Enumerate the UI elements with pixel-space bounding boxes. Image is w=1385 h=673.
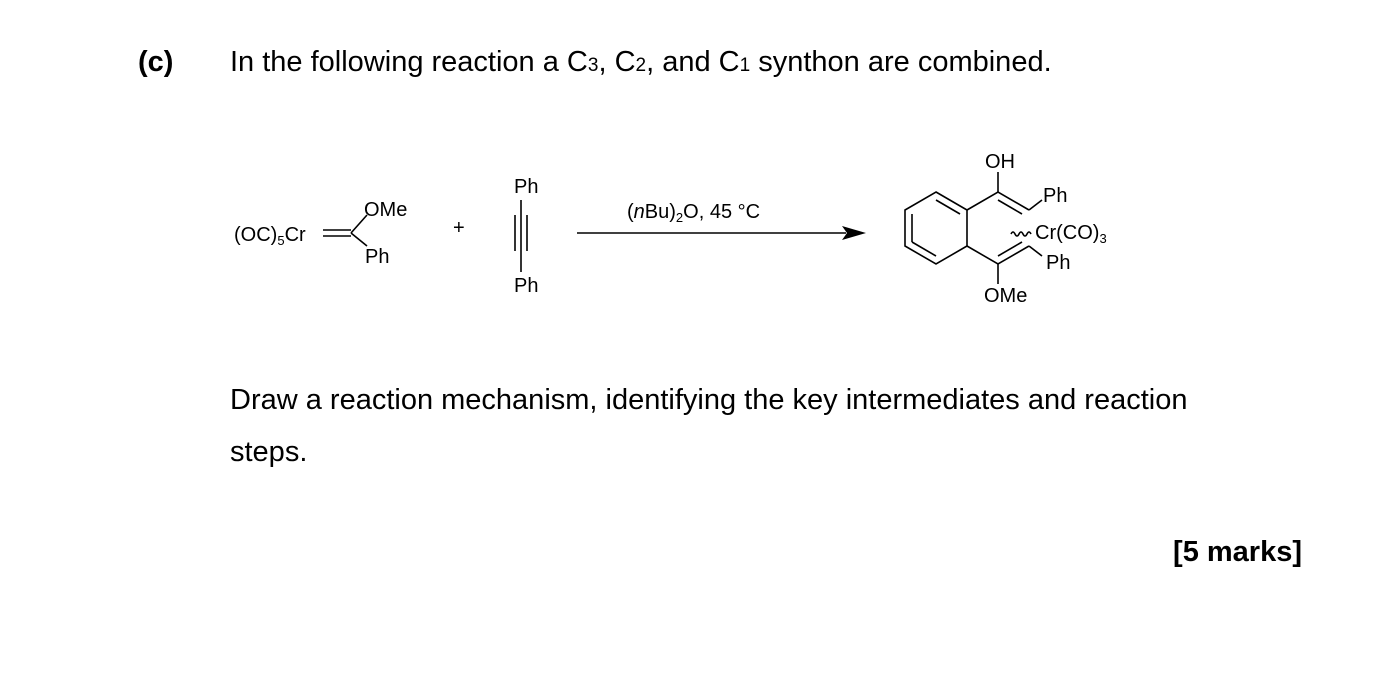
carbene-reactant: (OC)5Cr OMe Ph — [234, 199, 407, 268]
product-ring-bottom — [966, 245, 1030, 265]
question-intro: In the following reaction a C3, C2, and … — [230, 44, 1052, 84]
carbene-metal-fragment: (OC)5Cr — [234, 224, 306, 248]
intro-sub-2: 2 — [635, 55, 647, 76]
product-ome-label: OMe — [984, 285, 1027, 307]
arrow-head-icon — [842, 226, 866, 240]
intro-text-1: In the following reaction a C — [230, 46, 588, 78]
alkyne-reactant: Ph Ph — [514, 176, 538, 297]
carbene-ome-label: OMe — [364, 199, 407, 221]
intro-text-2: , C — [598, 46, 636, 78]
product-inner-bond-bottom — [997, 241, 1023, 257]
product-oh-label: OH — [985, 151, 1015, 173]
product-bond-ph-upper — [1028, 199, 1043, 211]
intro-text-4: synthon are combined. — [750, 46, 1052, 78]
product — [904, 172, 1043, 284]
carbene-bond-ph — [350, 232, 368, 247]
product-ph-upper-label: Ph — [1043, 185, 1067, 207]
product-benzo-inner-2 — [911, 241, 937, 257]
intro-sub-3: 3 — [587, 55, 599, 76]
carbene-ph-label: Ph — [365, 246, 389, 268]
question-label: (c) — [138, 46, 174, 78]
alkyne-ph-bottom: Ph — [514, 275, 538, 297]
product-wavy-bond — [1010, 231, 1032, 237]
intro-text-3: , and C — [646, 46, 740, 78]
product-bond-ph-lower — [1028, 245, 1043, 257]
product-ring-top — [966, 191, 1030, 211]
marks-label: [5 marks] — [1173, 536, 1302, 568]
question-instruction: Draw a reaction mechanism, identifying t… — [230, 384, 1188, 468]
reaction-arrow: (nBu)2O, 45 °C — [577, 201, 866, 240]
product-benzo-inner-1 — [935, 199, 961, 215]
product-metal-label: Cr(CO)3 — [1035, 222, 1107, 246]
product-ph-lower-label: Ph — [1046, 252, 1070, 274]
reaction-conditions: (nBu)2O, 45 °C — [627, 201, 760, 225]
product-benzo-ring — [904, 191, 968, 265]
alkyne-ph-top: Ph — [514, 176, 538, 198]
product-inner-bond-top — [997, 199, 1023, 215]
plus-sign: + — [453, 217, 465, 239]
intro-sub-1: 1 — [739, 55, 751, 76]
carbene-bond-ome — [350, 214, 368, 234]
